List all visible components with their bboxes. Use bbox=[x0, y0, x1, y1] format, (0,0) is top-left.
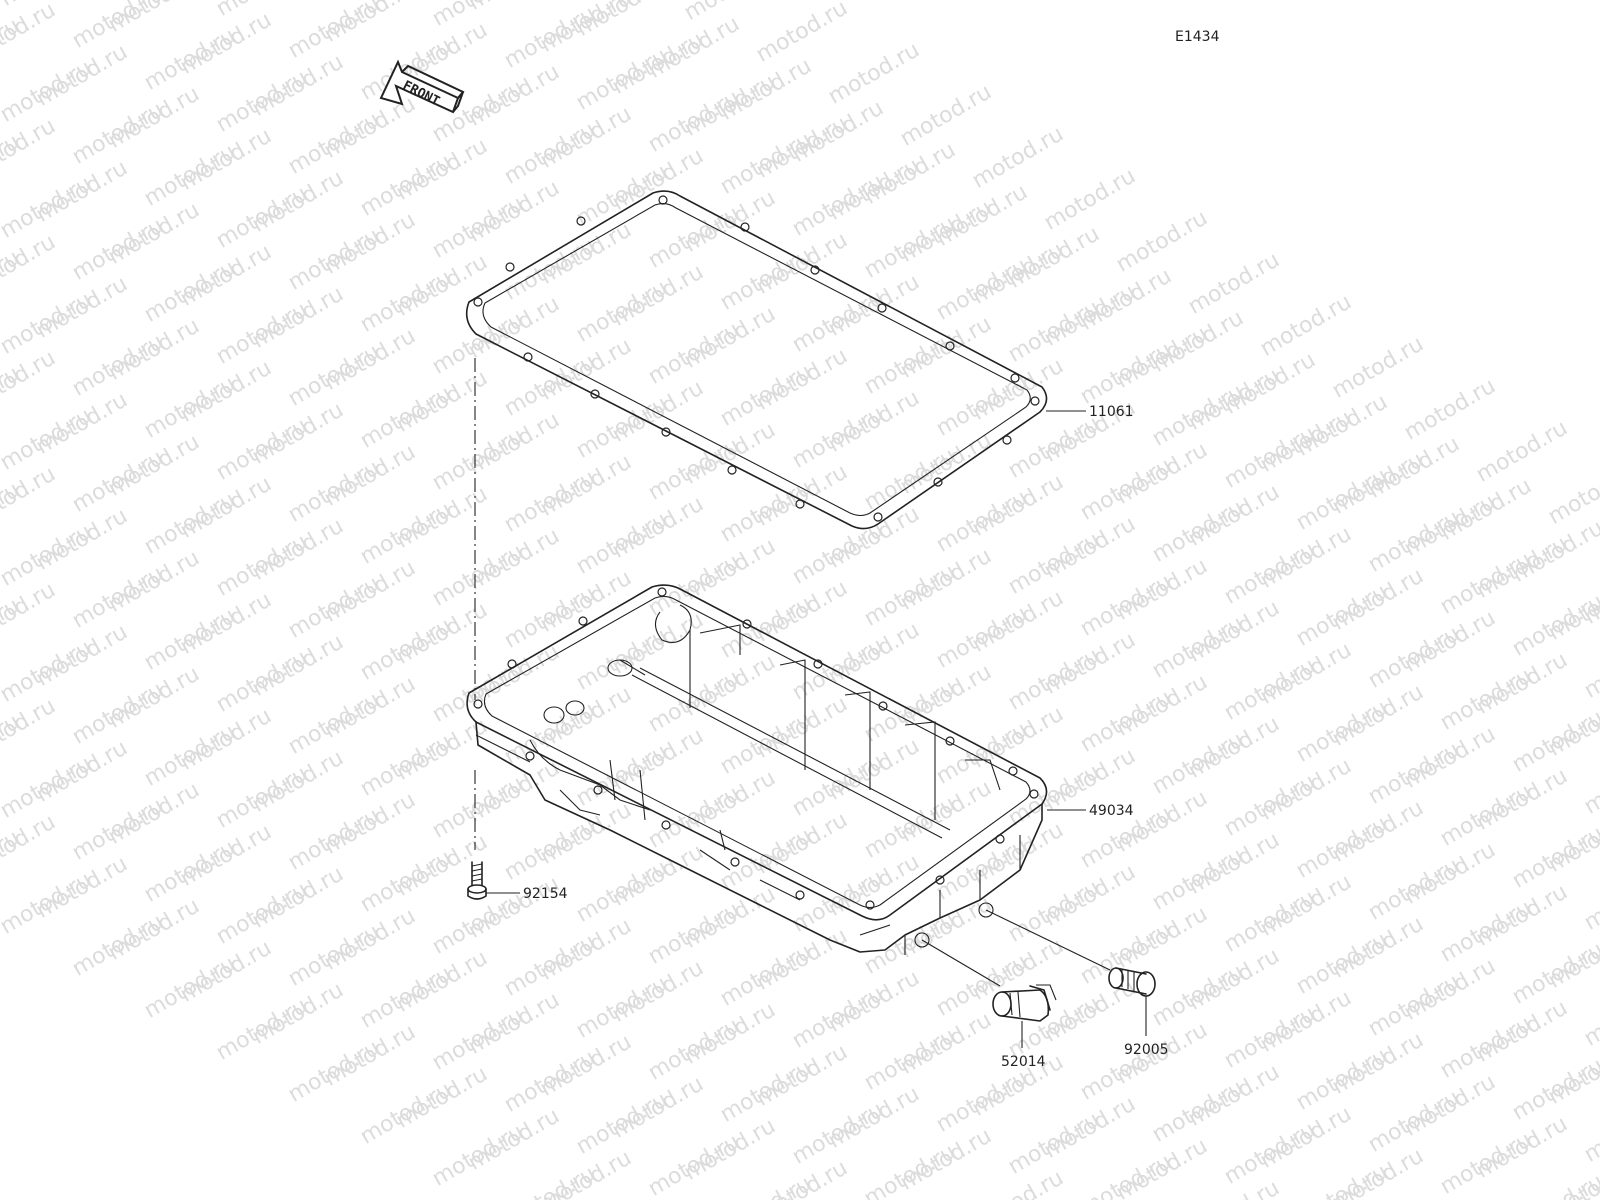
callout-bolt: 92154 bbox=[523, 886, 568, 902]
callout-fitting: 52014 bbox=[1001, 1054, 1046, 1070]
callout-oil-pan: 49034 bbox=[1089, 803, 1134, 819]
callout-gasket: 11061 bbox=[1089, 404, 1134, 420]
fitting-52014 bbox=[992, 984, 1057, 1022]
oil-pan-gasket bbox=[465, 190, 1048, 530]
plug-leader-upper bbox=[985, 909, 1111, 971]
bolt-92154 bbox=[467, 861, 487, 900]
oil-pan bbox=[466, 584, 1048, 955]
callout-plug: 92005 bbox=[1124, 1042, 1169, 1058]
front-arrow-icon: FRONT bbox=[379, 59, 465, 114]
plug-92005 bbox=[1108, 967, 1156, 997]
fitting-leader-upper bbox=[921, 939, 1001, 987]
diagram-code: E1434 bbox=[1175, 29, 1220, 45]
